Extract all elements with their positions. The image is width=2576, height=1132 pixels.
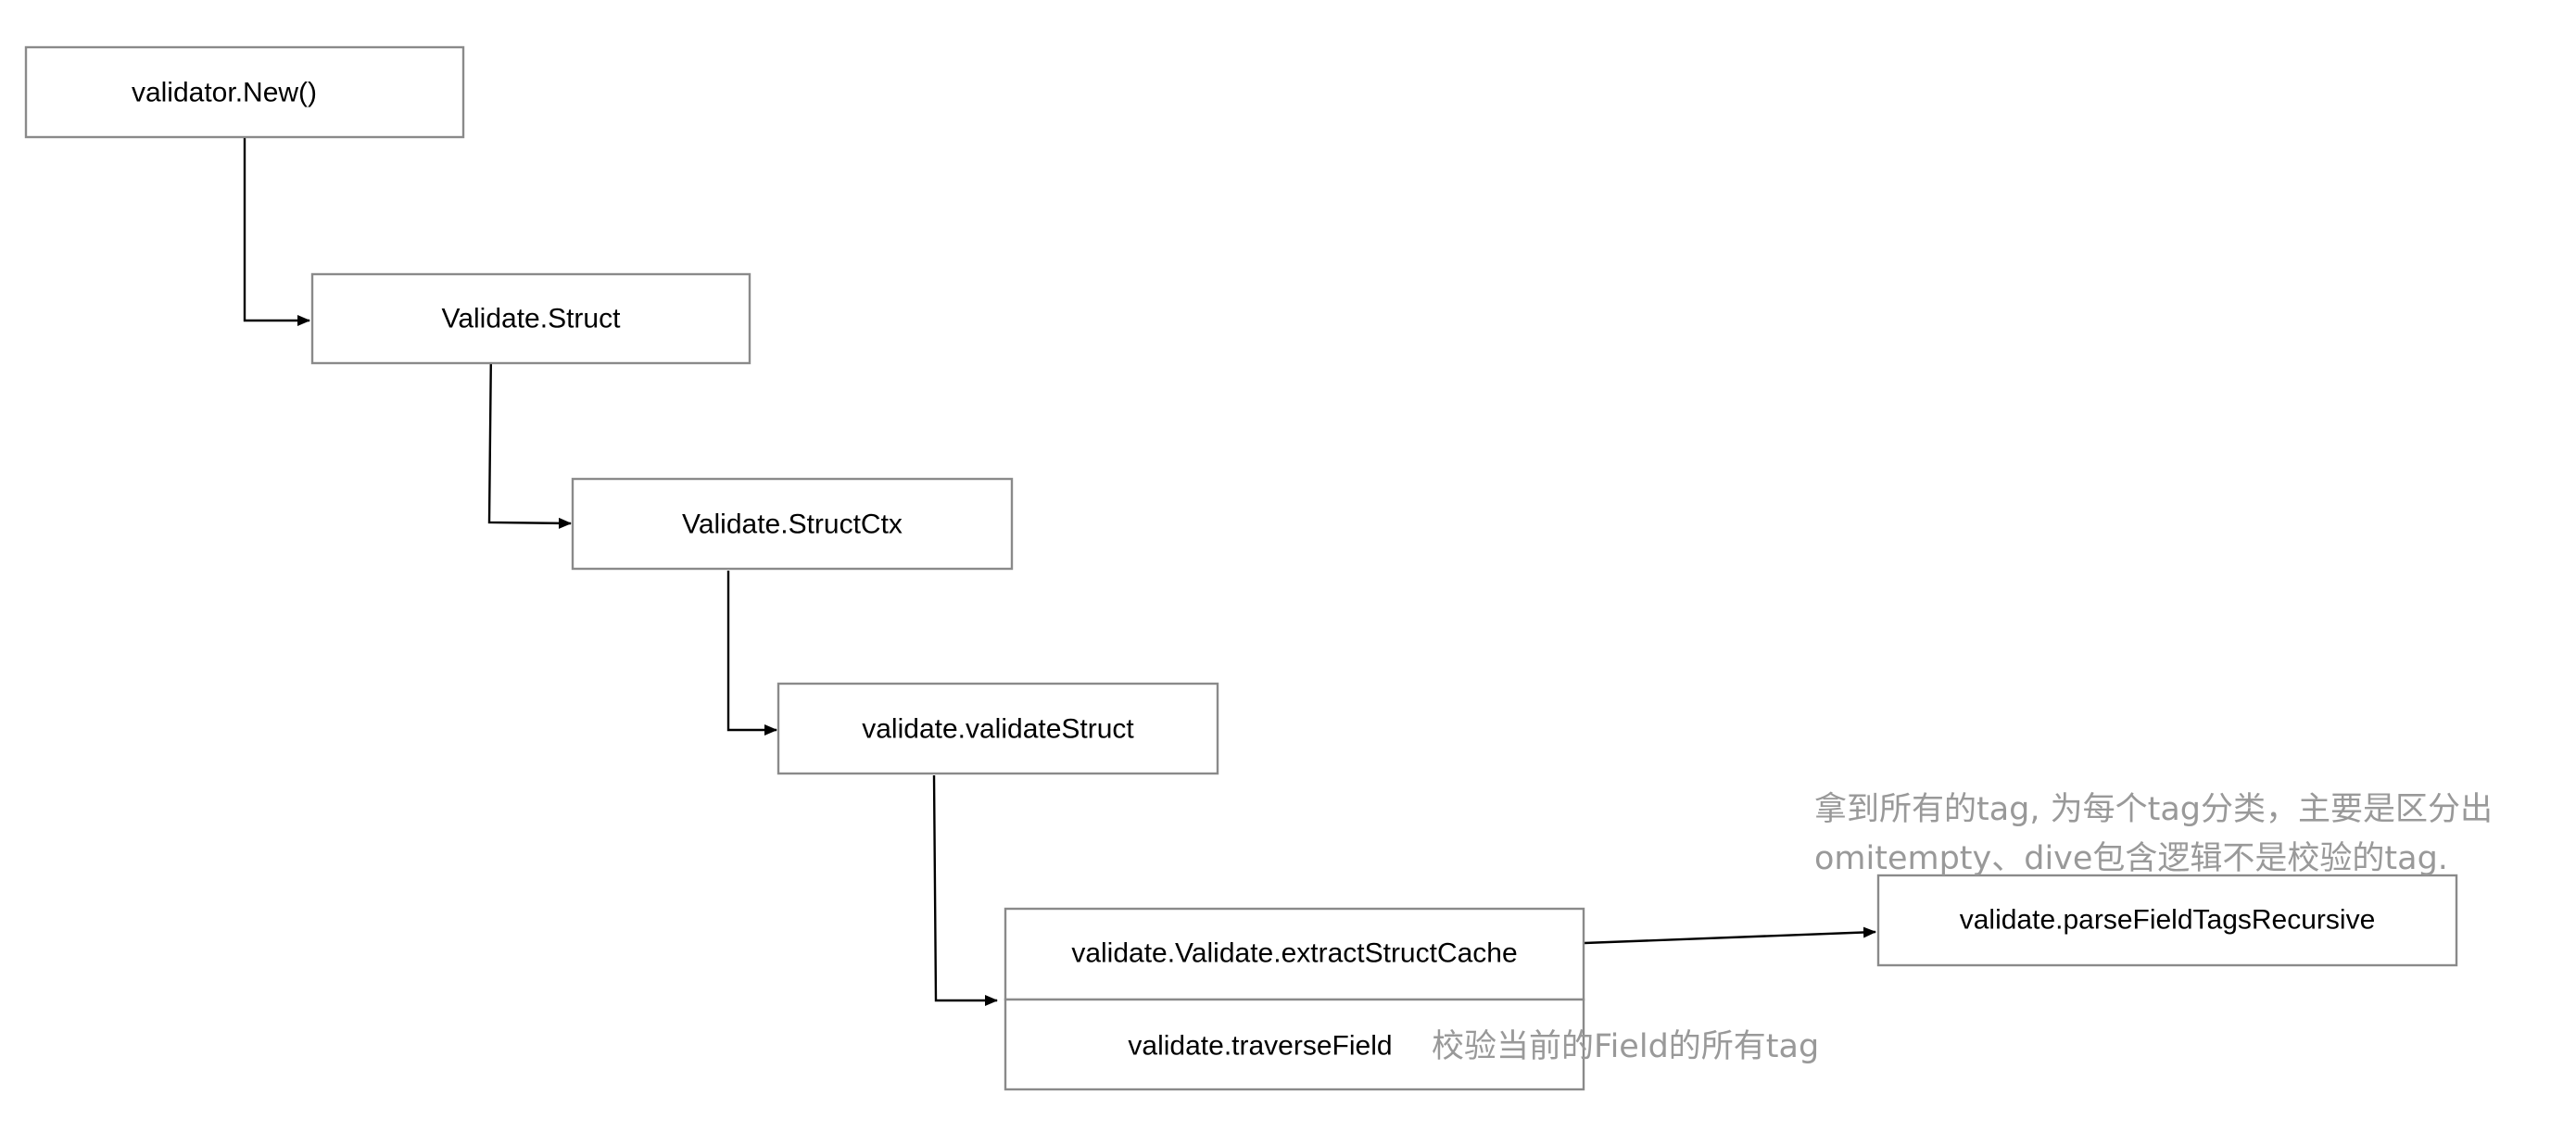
node-validate-struct[interactable]: Validate.Struct xyxy=(310,272,751,365)
traverse-field-note: 校验当前的Field的所有tag xyxy=(1432,1028,1819,1065)
node-parse-field-tags-recursive[interactable]: validate.parseFieldTagsRecursive xyxy=(1876,874,2458,967)
node-validator-new-label: validator.New() xyxy=(132,78,317,108)
node-extract-struct-cache-label: validate.Validate.extractStructCache xyxy=(1071,938,1517,969)
parse-tags-note-line2: omitempty、dive包含逻辑不是校验的tag. xyxy=(1814,840,2448,877)
node-traverse-field-label: validate.traverseField xyxy=(1128,1031,1392,1062)
node-validate-validatestruct-label: validate.validateStruct xyxy=(862,714,1134,745)
node-parse-field-tags-recursive-label: validate.parseFieldTagsRecursive xyxy=(1960,905,2376,936)
node-validate-validatestruct[interactable]: validate.validateStruct xyxy=(777,682,1219,775)
edge-new-to-struct xyxy=(243,137,310,326)
parse-tags-note-line1: 拿到所有的tag, 为每个tag分类，主要是区分出 xyxy=(1814,791,2493,828)
edge-extractcache-to-parsetags xyxy=(1584,926,1876,945)
edge-structctx-to-validatestruct xyxy=(726,571,777,736)
node-extract-struct-cache[interactable]: validate.Validate.extractStructCache xyxy=(1004,907,1585,1001)
node-validate-structctx-label: Validate.StructCtx xyxy=(682,509,903,540)
node-validate-structctx[interactable]: Validate.StructCtx xyxy=(571,477,1014,571)
node-validate-struct-label: Validate.Struct xyxy=(442,304,622,334)
node-traverse-field[interactable]: validate.traverseField xyxy=(1004,998,1585,1091)
edge-struct-to-structctx xyxy=(487,344,572,529)
node-validator-new[interactable]: validator.New() xyxy=(24,45,465,139)
edge-validatestruct-to-extractcache xyxy=(932,774,998,1006)
